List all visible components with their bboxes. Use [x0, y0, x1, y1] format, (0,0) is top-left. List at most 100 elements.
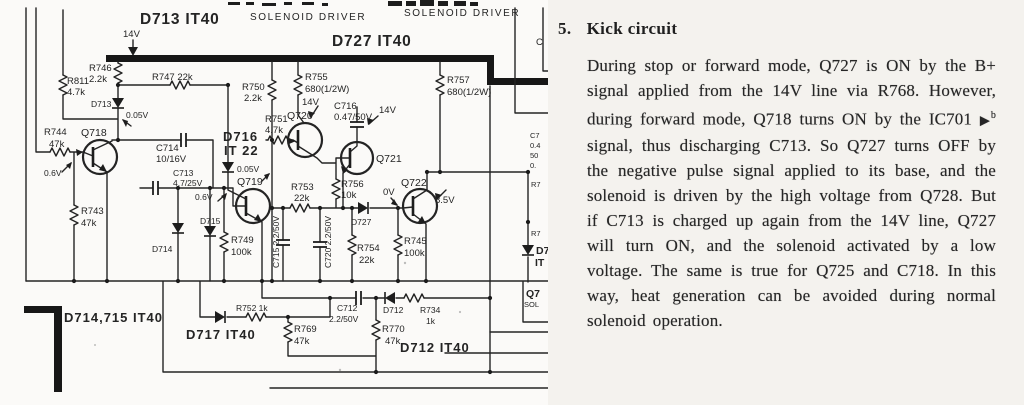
junction-dots — [71, 82, 531, 375]
label-r745-value: 100k — [404, 248, 425, 259]
cut-text-fragments — [228, 0, 478, 6]
label-r745: R745 — [404, 236, 427, 247]
label-tp-005-q719: 0.05V — [237, 164, 260, 174]
label-c712-value: 2.2/50V — [329, 314, 359, 324]
arrowheads — [66, 47, 442, 224]
paragraph-part-1: During stop or forward mode, Q727 is ON … — [587, 56, 996, 129]
label-r755-value: 680(1/2W) — [305, 84, 349, 95]
transistor-q718 — [81, 138, 119, 176]
label-d713-it40: D713 IT40 — [140, 11, 220, 28]
label-partial-stack-1: C7 — [530, 131, 540, 140]
label-r753-value: 22k — [294, 193, 310, 204]
label-r769-value: 47k — [294, 336, 310, 347]
play-icon: ▶ — [979, 112, 991, 128]
label-r744-value: 47k — [49, 139, 65, 150]
label-d716-line2: IT 22 — [224, 143, 259, 158]
label-r754-value: 22k — [359, 255, 375, 266]
transistor-q721 — [339, 140, 375, 176]
label-partial-r7b: R7 — [531, 229, 541, 238]
transistor-q719 — [234, 187, 272, 225]
label-q718: Q718 — [81, 127, 107, 139]
page-corner-mark — [24, 306, 62, 392]
power-bus — [106, 55, 548, 85]
label-r753: R753 — [291, 182, 314, 193]
label-d712-it40: D712 IT40 — [400, 340, 470, 355]
label-d717-it40: D717 IT40 — [186, 327, 256, 342]
label-r756-value: 10k — [341, 190, 357, 201]
label-partial-sol: SOL — [524, 300, 539, 309]
label-q719: Q719 — [237, 176, 263, 188]
label-r755: R755 — [305, 72, 328, 83]
label-partial-c: C — [536, 37, 543, 48]
label-r750-value: 2.2k — [244, 93, 262, 104]
label-tp-85: 8.5V — [435, 195, 455, 206]
label-r757-value: 680(1/2W) — [447, 87, 491, 98]
label-solenoid-driver-2: SOLENOID DRIVER — [404, 8, 520, 19]
label-r749: R749 — [231, 235, 254, 246]
label-c716-value: 0.47/50V — [334, 112, 373, 123]
label-tp-06-q719: 0.6V — [195, 192, 213, 202]
label-partial-q7: Q7 — [526, 288, 540, 300]
label-r750: R750 — [242, 82, 265, 93]
article-paragraph: During stop or forward mode, Q727 is ON … — [587, 53, 996, 333]
label-c713-value: 4.7/25V — [173, 178, 203, 188]
label-c716: C716 — [334, 101, 357, 112]
schematic-panel: D713 IT40 SOLENOID DRIVER SOLENOID DRIVE… — [24, 0, 548, 392]
label-r744: R744 — [44, 127, 67, 138]
label-c712: C712 — [337, 303, 358, 313]
label-partial-stack-2: 0.4 — [530, 141, 540, 150]
label-partial-stack-4: 0. — [530, 161, 536, 170]
label-partial-r7a: R7 — [531, 180, 541, 189]
section-title: Kick circuit — [586, 19, 678, 38]
transistor-q722 — [401, 187, 439, 225]
label-r746: R746 — [89, 63, 112, 74]
label-d712: D712 — [383, 305, 404, 315]
label-r751: R751 — [265, 114, 288, 125]
label-q720: Q720 — [287, 110, 313, 122]
label-r811: R811 — [67, 76, 89, 87]
label-d716-line1: D716 — [223, 129, 258, 144]
play-superscript: b — [990, 110, 996, 121]
label-tp-06-q718: 0.6V — [44, 168, 62, 178]
label-tp-0v: 0V — [383, 187, 395, 198]
paragraph-part-2: signal, thus discharging C713. So Q727 t… — [587, 135, 996, 330]
label-r770: R770 — [382, 324, 405, 335]
label-14v-q720: 14V — [302, 97, 320, 108]
label-d727: D727 — [351, 217, 372, 227]
label-solenoid-driver-1: SOLENOID DRIVER — [250, 12, 366, 23]
label-tp-005-d713: 0.05V — [126, 110, 149, 120]
label-r734: R734 — [420, 305, 441, 315]
label-q722: Q722 — [401, 177, 427, 189]
label-d715: D715 — [200, 216, 221, 226]
label-d714: D714 — [152, 244, 173, 254]
label-d714-715-it40: D714,715 IT40 — [64, 310, 163, 325]
label-r811-value: 4.7k — [67, 87, 85, 98]
diode-symbols — [111, 97, 535, 324]
label-c715: C715 2.2/50V — [271, 216, 281, 268]
label-d713: D713 — [91, 99, 112, 109]
label-q721: Q721 — [376, 153, 402, 165]
label-c720: C720 2.2/50V — [323, 216, 333, 268]
label-r749-value: 100k — [231, 247, 252, 258]
article-panel: 5.Kick circuit During stop or forward mo… — [548, 0, 1024, 405]
label-d727-it40: D727 IT40 — [332, 33, 412, 50]
label-r752: R752 1k — [236, 303, 268, 313]
label-r757: R757 — [447, 75, 470, 86]
label-c714: C714 — [156, 143, 179, 154]
section-heading: 5.Kick circuit — [558, 19, 1024, 39]
label-r756: R756 — [341, 179, 364, 190]
label-14v-c716: 14V — [379, 105, 397, 116]
label-r734-value: 1k — [426, 316, 436, 326]
label-r754: R754 — [357, 243, 380, 254]
label-partial-it: IT — [535, 257, 545, 269]
label-c714-value: 10/16V — [156, 154, 187, 165]
label-partial-stack-3: 50 — [530, 151, 538, 160]
label-14v-bus: 14V — [123, 29, 141, 40]
label-c713: C713 — [173, 168, 194, 178]
transistor-q720 — [286, 121, 324, 159]
label-partial-d: D7 — [536, 245, 548, 257]
label-r743-value: 47k — [81, 218, 97, 229]
label-r751-value: 4.7k — [265, 125, 283, 136]
scan-noise — [94, 261, 462, 372]
